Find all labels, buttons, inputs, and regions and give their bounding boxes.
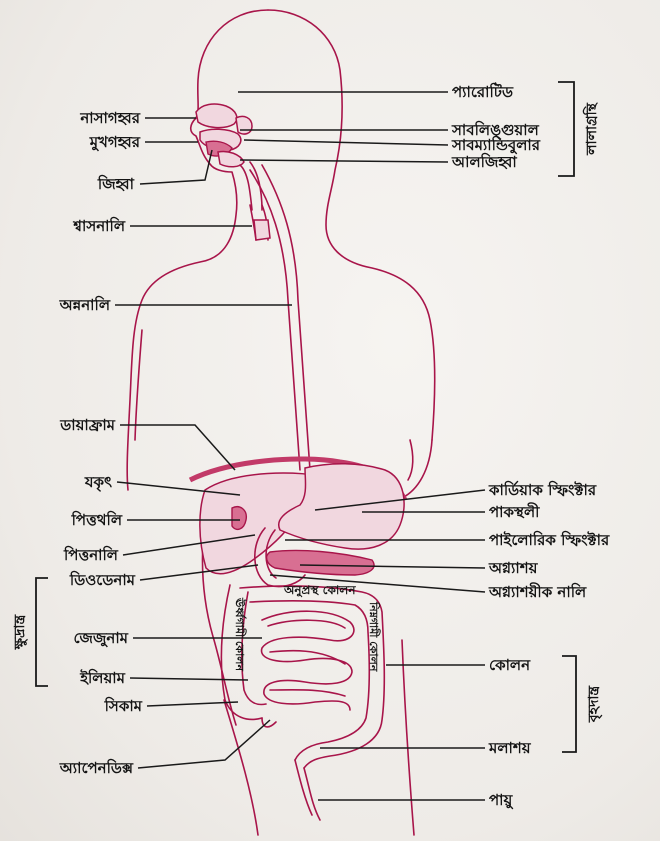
- large-intestine-bracket: [562, 656, 576, 752]
- body-outline: [127, 10, 435, 835]
- label-trachea: শ্বাসনালি: [72, 216, 125, 235]
- label-ileum: ইলিয়াম: [79, 668, 125, 687]
- esophagus-tube: [250, 165, 310, 470]
- group-large-intestine: বৃহদান্ত্র: [586, 685, 603, 724]
- label-nasal-cavity: নাসাগহ্বর: [79, 109, 140, 127]
- label-pancreatic-duct: অগ্ন্যাশয়ীক নালি: [488, 582, 587, 601]
- label-pyloric-sphincter: পাইলোরিক স্ফিংক্টার: [489, 530, 610, 549]
- group-small-intestine: ক্ষুদ্রান্ত্র: [12, 614, 29, 651]
- label-anus: পায়ু: [489, 791, 514, 809]
- label-colon: কোলন: [489, 656, 531, 674]
- label-tongue: জিহ্বা: [97, 174, 135, 193]
- small-intestine-bracket: [36, 578, 48, 686]
- label-jejunum: জেজুনাম: [73, 629, 128, 648]
- label-stomach: পাকস্থলী: [489, 502, 540, 521]
- label-appendix: অ্যাপেনডিক্স: [59, 758, 134, 777]
- label-rectum: মলাশয়: [488, 739, 532, 757]
- label-liver: যকৃৎ: [84, 473, 112, 493]
- label-descending-colon: নিম্নগামী কোলন: [367, 601, 381, 672]
- label-transverse-colon: অনুপ্রস্থ কোলন: [283, 583, 356, 599]
- gall-bladder-shape: [232, 507, 246, 530]
- label-duodenum: ডিওডেনাম: [69, 570, 136, 589]
- label-esophagus: অন্ননালি: [59, 295, 111, 314]
- label-diaphragm: ডায়াফ্রাম: [59, 416, 115, 434]
- label-cecum: সিকাম: [104, 696, 143, 715]
- label-oral-cavity: মুখগহ্বর: [89, 133, 141, 151]
- leader-lines: [115, 92, 485, 800]
- label-gall-bladder: পিত্তথলি: [71, 510, 123, 529]
- group-salivary-glands: লালাগ্রন্থি: [582, 101, 600, 155]
- label-bile-duct: পিত্তনালি: [63, 545, 119, 564]
- salivary-bracket: [558, 82, 574, 176]
- label-submandibular: সাবম্যান্ডিবুলার: [451, 135, 541, 154]
- label-parotid: প্যারোটিড: [452, 82, 514, 101]
- label-cardiac-sphincter: কার্ডিয়াক স্ফিংক্টার: [488, 480, 597, 499]
- pancreas-shape: [267, 550, 374, 575]
- label-epiglottis: আলজিহ্বা: [451, 152, 517, 171]
- trachea-tube: [250, 205, 270, 240]
- label-pancreas: অগ্ন্যাশয়: [488, 559, 539, 577]
- label-ascending-colon: ঊর্ধ্বগামী কোলন: [233, 597, 247, 671]
